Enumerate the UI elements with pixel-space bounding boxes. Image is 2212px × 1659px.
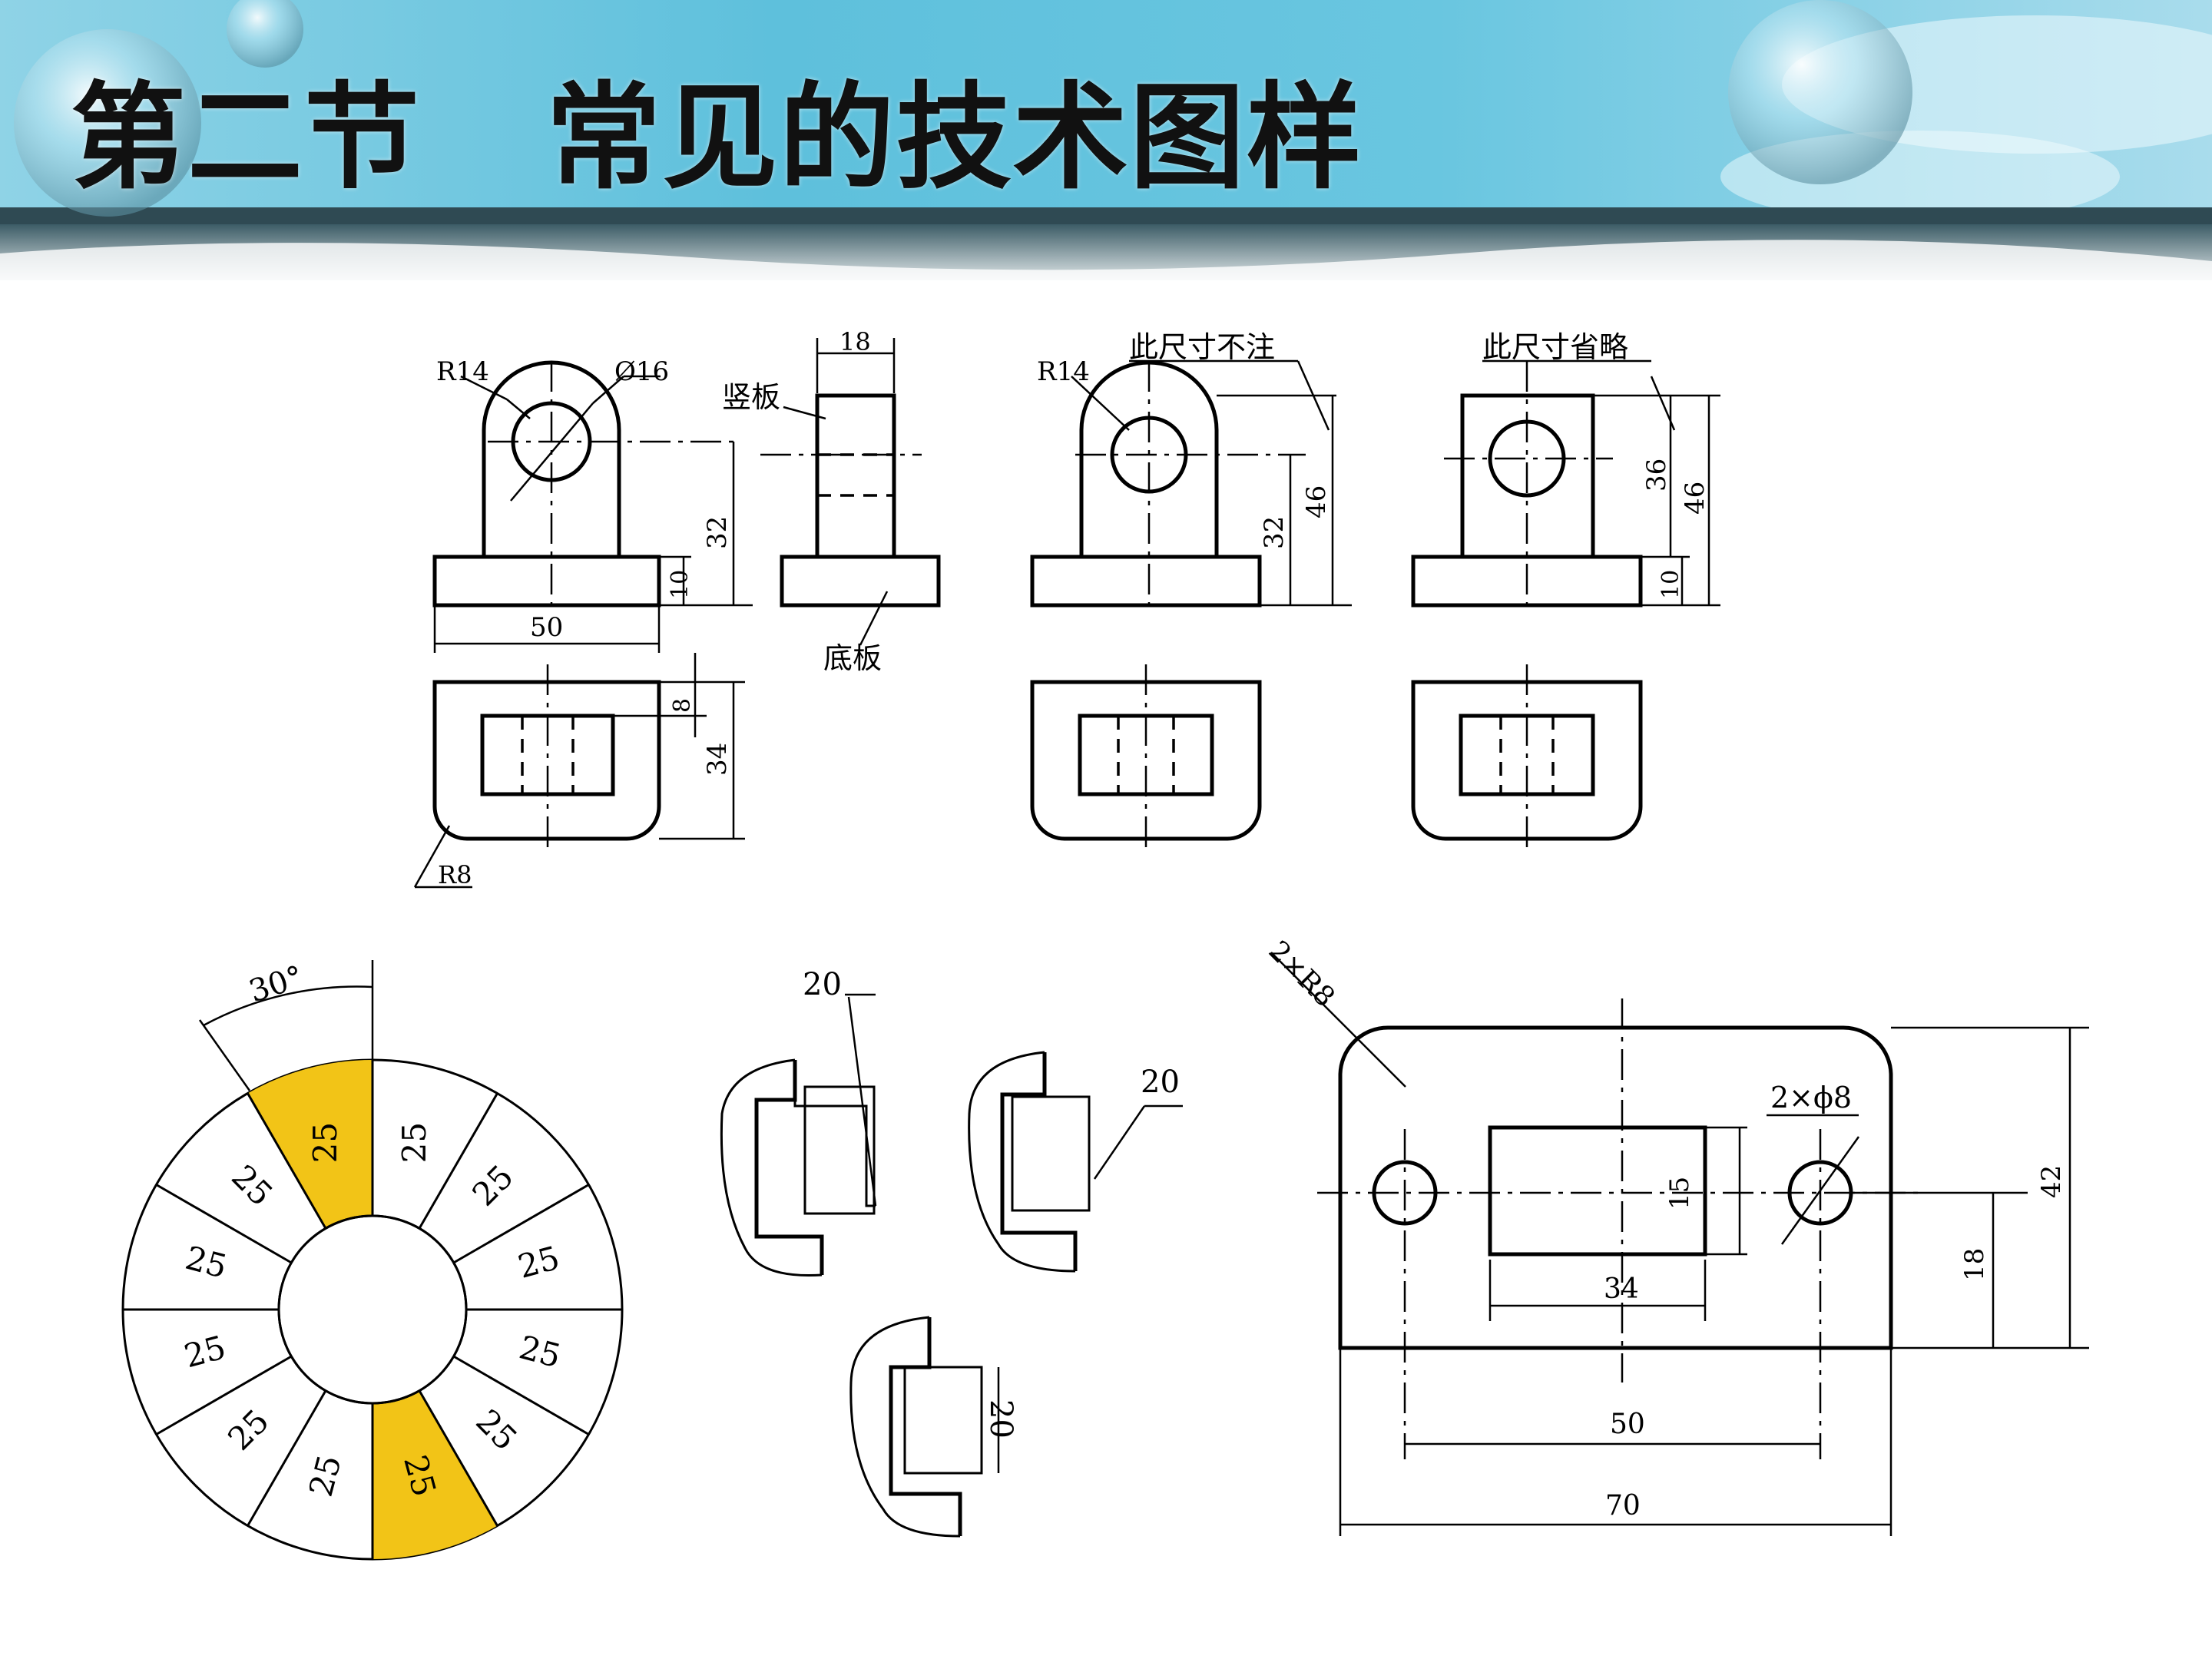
part-3: 20	[849, 1316, 1018, 1538]
sector-divider	[247, 1389, 327, 1527]
plate-dim-15: 15	[1664, 1177, 1695, 1210]
tv1-dim-8: 8	[669, 698, 696, 713]
slide-header-banner: 第二节 常见的技术图样	[0, 0, 2212, 280]
sector-label: 25	[306, 1122, 344, 1163]
sector-label: 25	[224, 1157, 280, 1213]
sector-divider	[452, 1184, 590, 1264]
inner-circle	[277, 1214, 468, 1405]
sv-dim-18: 18	[839, 327, 871, 356]
sector-label: 25	[396, 1122, 433, 1163]
plate-dim-18: 18	[1959, 1248, 1990, 1281]
part-2: 20	[968, 1051, 1183, 1273]
sector-label: 25	[465, 1157, 520, 1213]
sector-divider	[155, 1355, 293, 1435]
banner-background	[0, 0, 2212, 280]
slide-title: 第二节 常见的技术图样	[71, 71, 1363, 205]
highlighted-sector-2	[373, 1390, 498, 1559]
bubble-small	[227, 0, 303, 68]
sv-label-base: 底板	[823, 641, 882, 675]
top-view-1: 8 34 R8	[413, 653, 745, 889]
top-view-3	[1411, 664, 1643, 853]
part2-dim: 20	[1141, 1065, 1180, 1100]
fv1-phi16: Ø16	[614, 356, 669, 387]
front-view-2: R14 此尺寸不注 32 46	[1030, 330, 1352, 614]
side-view: 18 竖板 底板	[722, 327, 941, 675]
fv3-dim-36: 36	[1641, 459, 1672, 492]
sector-divider	[452, 1355, 590, 1435]
sector-divider	[155, 1184, 293, 1264]
fv3-dim-10: 10	[1657, 570, 1684, 599]
plate-dim-70: 70	[1605, 1490, 1641, 1522]
bubble-left	[14, 29, 201, 217]
sector-label: 25	[180, 1328, 230, 1375]
fv2-dim-46: 46	[1301, 485, 1332, 518]
plate-corner: 2×R8	[1263, 935, 1341, 1013]
part3-dim: 20	[983, 1399, 1018, 1439]
sector-label: 25	[181, 1239, 230, 1286]
front-view-3: 此尺寸省略 36 46 10	[1411, 330, 1720, 614]
part-1: 20	[720, 967, 877, 1277]
front-view-1: R14 Ø16 50 32 10	[432, 356, 753, 653]
fv2-r14: R14	[1037, 356, 1090, 387]
fv1-dim-50: 50	[530, 612, 563, 643]
bubble-right	[1728, 0, 1912, 184]
tv1-dim-34: 34	[702, 743, 733, 776]
part1-dim: 20	[803, 967, 842, 1002]
highlighted-sector-1	[247, 1060, 373, 1229]
sector-label: 25	[302, 1451, 349, 1500]
tv1-r8: R8	[438, 860, 472, 889]
plate-holes: 2×ϕ8	[1770, 1081, 1852, 1114]
top-view-2	[1030, 664, 1262, 853]
fv2-dim-32: 32	[1259, 516, 1290, 549]
sector-label: 25	[469, 1402, 524, 1457]
fv1-r14: R14	[436, 356, 489, 387]
fv1-dim-10: 10	[667, 570, 694, 599]
plate-dim-42: 42	[2036, 1165, 2067, 1198]
fv3-dim-46: 46	[1680, 482, 1710, 515]
angle-30: 30°	[245, 959, 308, 1010]
plate-drawing: 2×R8 2×ϕ8 15 34 18 42 50 70	[1263, 935, 2089, 1536]
fv2-note: 此尺寸不注	[1129, 330, 1275, 364]
fv1-dim-32: 32	[702, 516, 733, 549]
fv3-note: 此尺寸省略	[1482, 330, 1628, 364]
sector-label: 25	[514, 1239, 563, 1286]
sector-label: 25	[220, 1402, 276, 1457]
sector-divider	[418, 1092, 498, 1230]
sector-divider	[247, 1092, 327, 1230]
plate-dim-34: 34	[1604, 1273, 1639, 1305]
sector-divider	[418, 1389, 498, 1527]
sector-label: 25	[515, 1328, 565, 1375]
plate-dim-50: 50	[1610, 1409, 1645, 1440]
sv-label-vertical: 竖板	[722, 380, 780, 414]
